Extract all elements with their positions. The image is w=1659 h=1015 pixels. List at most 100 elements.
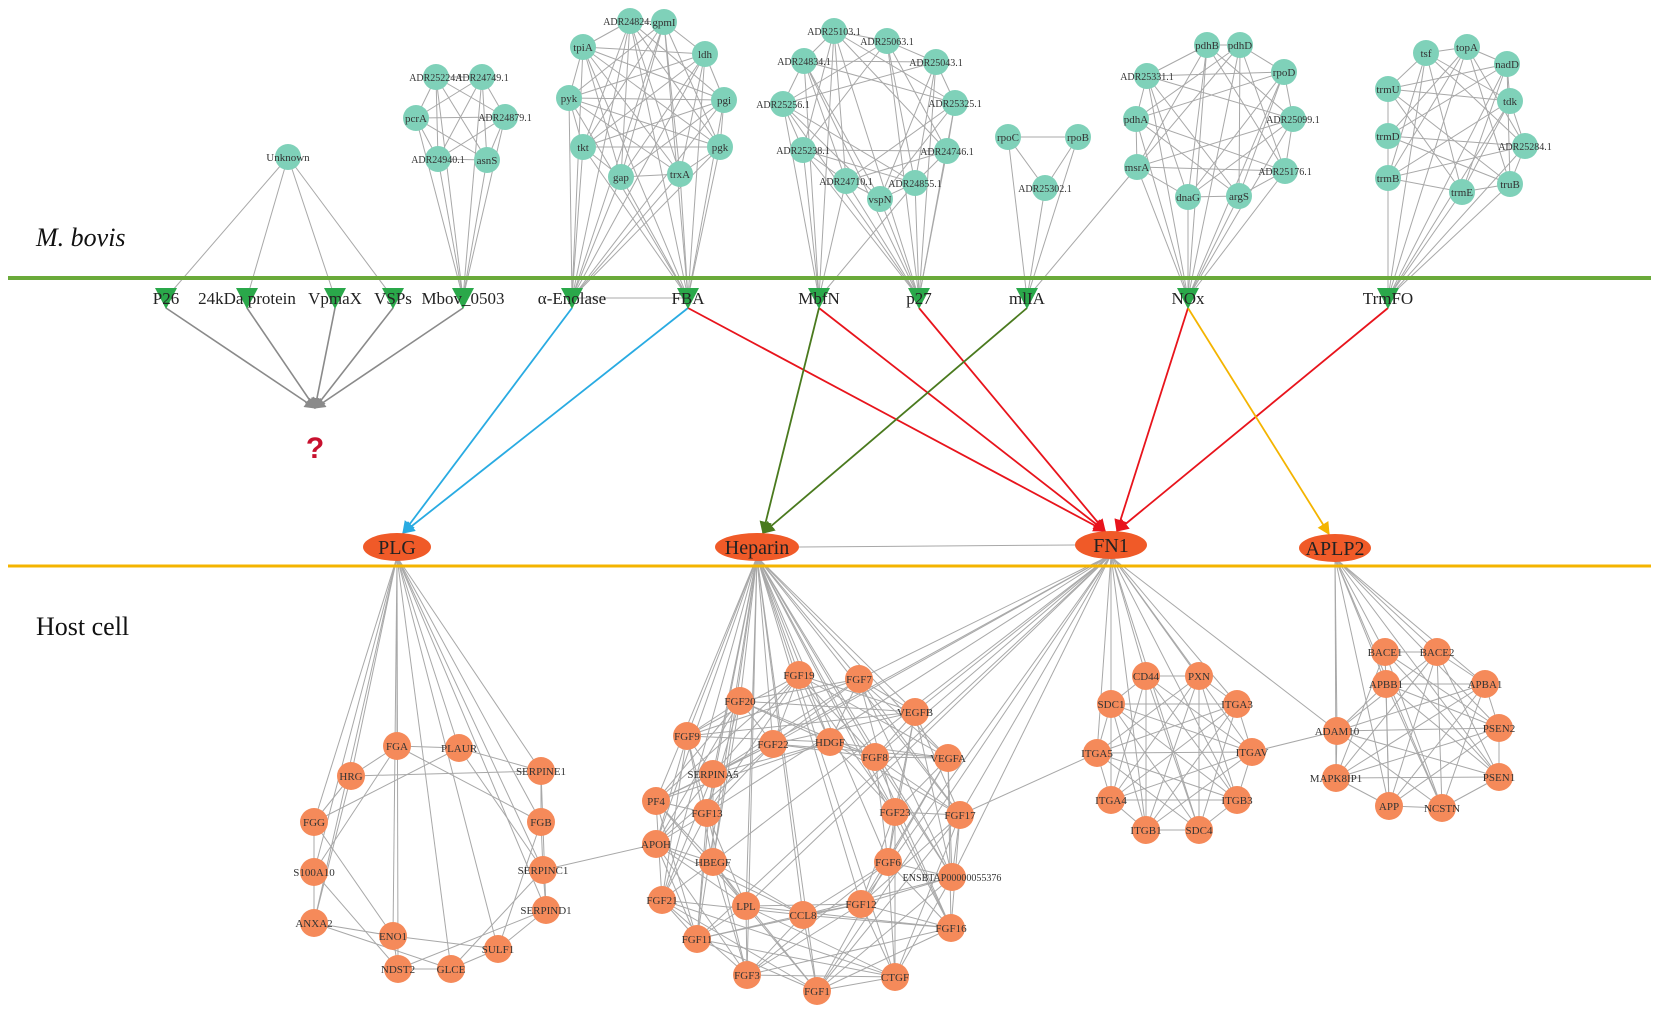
node-adr25224-1: ADR25224.1 [409, 64, 463, 90]
node-label: FGF21 [646, 895, 677, 907]
node-serpine1: SERPINE1 [516, 757, 566, 785]
cluster-edge [1335, 651, 1386, 779]
node-label: FGF23 [879, 807, 911, 819]
cluster-edge [582, 46, 681, 175]
cluster-edge [582, 46, 725, 101]
membership-edge [886, 40, 920, 299]
host-edge [661, 556, 758, 901]
node-itgb1: ITGB1 [1130, 816, 1162, 844]
node-circle [803, 977, 831, 1005]
node-circle [1428, 794, 1456, 822]
host-target-heparin: Heparin [715, 533, 799, 561]
cluster-edge [655, 741, 831, 802]
cluster-edge [1110, 703, 1147, 831]
node-label: ENSBTAP00000055376 [903, 873, 1002, 884]
host-edge [951, 554, 1112, 878]
cluster-edge [458, 747, 544, 871]
host-edge [313, 556, 398, 823]
node-label: ADR24824.1 [603, 17, 657, 28]
host-edge [1334, 557, 1500, 778]
cluster-edge [696, 938, 896, 978]
node-circle [1497, 171, 1523, 197]
cluster-edge [629, 20, 721, 148]
node-label: trmU [1376, 84, 1399, 96]
arrow-mbfn-to-heparin [759, 307, 820, 535]
node-label: vspN [868, 194, 891, 206]
node-adr24746-1: ADR24746.1 [920, 138, 974, 164]
node-circle [733, 961, 761, 989]
node-circle [1194, 32, 1220, 58]
cluster-edge [1387, 135, 1526, 147]
cluster-edge [874, 756, 952, 929]
node-label: pdhA [1124, 114, 1149, 126]
node-circle [699, 848, 727, 876]
node-pgi: pgi [711, 87, 737, 113]
node-adr24879-1: ADR24879.1 [478, 104, 532, 130]
node-circle [1512, 133, 1538, 159]
cluster-edge [1436, 651, 1500, 778]
node-sulf1: SULF1 [482, 935, 514, 963]
node-fgf20: FGF20 [724, 687, 756, 715]
cluster-edge [833, 30, 956, 104]
host-edge [396, 556, 547, 911]
host-edge [745, 554, 1112, 907]
node-msra: msrA [1124, 154, 1150, 180]
node-adr24834-1: ADR24834.1 [777, 48, 831, 74]
node-label: pgk [712, 142, 729, 154]
cluster-edge [1461, 63, 1508, 193]
node-fgf17: FGF17 [944, 801, 976, 829]
node-adr25325-1: ADR25325.1 [928, 90, 982, 116]
protein-label: VpmaX [308, 289, 362, 308]
node-label: FGF7 [846, 674, 872, 686]
host-edge [1110, 554, 1147, 831]
arrow-trmfo-to-fn1 [1116, 307, 1389, 532]
node-circle [275, 144, 301, 170]
node-label: dnaG [1176, 192, 1200, 204]
cluster-edge [879, 61, 937, 200]
host-edge [706, 554, 1112, 814]
cluster-edge [620, 21, 665, 178]
membership-edge [571, 21, 665, 299]
node-label: rpoC [997, 132, 1019, 144]
node-adr25176-1: ADR25176.1 [1258, 158, 1312, 184]
host-edge [1096, 554, 1112, 754]
node-mapk8ip1: MAPK8IP1 [1310, 764, 1362, 792]
cluster-edge [860, 903, 952, 929]
host-target-ellipse [1075, 531, 1147, 559]
node-pcra: pcrA [403, 105, 429, 131]
cluster-edge [1146, 75, 1240, 197]
node-sdc1: SDC1 [1097, 690, 1125, 718]
node-circle [1223, 690, 1251, 718]
membership-edge [1007, 136, 1028, 299]
node-label: ADR24879.1 [478, 113, 532, 124]
node-pgk: pgk [707, 134, 733, 160]
membership-edge [582, 46, 689, 299]
cluster-edge [655, 700, 741, 845]
node-label: HDGF [815, 737, 845, 749]
node-circle [934, 744, 962, 772]
cluster-edge [886, 40, 948, 152]
node-circle [1185, 816, 1213, 844]
membership-edge [803, 60, 920, 299]
arrow-mbfn-to-fn1 [818, 307, 1106, 532]
node-fgf6: FGF6 [874, 848, 902, 876]
cluster-edge [894, 814, 961, 978]
node-unknown: Unknown [266, 144, 310, 170]
node-lpl: LPL [732, 892, 760, 920]
node-rpod: rpoD [1271, 59, 1297, 85]
host-edge [1110, 554, 1147, 677]
node-circle [1423, 638, 1451, 666]
cluster-edge [1238, 71, 1285, 197]
node-label: asnS [477, 155, 498, 167]
protein-mbov-0503: Mbov_0503 [421, 288, 505, 309]
cluster-edge [582, 20, 631, 148]
node-circle [1375, 123, 1401, 149]
cluster-edge [568, 53, 706, 99]
node-circle [732, 892, 760, 920]
arrow-p27-to-fn1 [918, 307, 1106, 532]
node-circle [484, 935, 512, 963]
host-target-ellipse [363, 533, 431, 561]
node-circle [816, 728, 844, 756]
node-trme: trmE [1449, 179, 1475, 205]
